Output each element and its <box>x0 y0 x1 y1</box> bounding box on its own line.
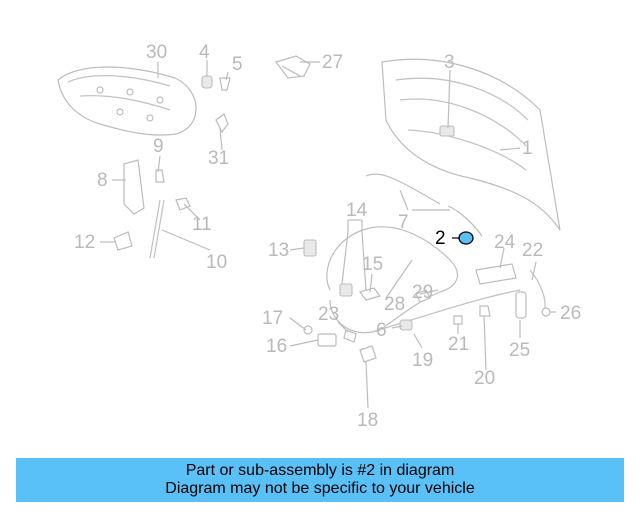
label-27: 27 <box>322 52 343 73</box>
label-25: 25 <box>509 340 530 361</box>
label-16: 16 <box>266 336 287 357</box>
label-21: 21 <box>448 334 469 355</box>
label-4: 4 <box>199 42 210 63</box>
label-6: 6 <box>376 320 387 341</box>
highlighted-part-2 <box>458 231 474 245</box>
label-13: 13 <box>268 240 289 261</box>
label-22: 22 <box>522 240 543 261</box>
label-10: 10 <box>206 252 227 273</box>
label-2: 2 <box>435 228 446 249</box>
banner-line-part-number: Part or sub-assembly is #2 in diagram <box>185 462 455 479</box>
label-24: 24 <box>494 232 516 253</box>
label-3: 3 <box>444 52 455 73</box>
label-29: 29 <box>412 282 433 303</box>
part-labels: 30 4 5 27 31 9 8 11 12 10 3 1 7 2 24 22 … <box>74 42 581 431</box>
label-23: 23 <box>318 304 339 325</box>
prop-rod-parts <box>113 159 191 259</box>
hood-panel-part <box>381 58 561 231</box>
hood-insulator-part <box>57 66 197 136</box>
label-9: 9 <box>153 136 164 157</box>
leader-lines <box>100 60 556 409</box>
label-17: 17 <box>262 308 283 329</box>
label-14: 14 <box>346 200 368 221</box>
label-30: 30 <box>146 42 167 63</box>
label-28: 28 <box>384 294 405 315</box>
info-banner: Part or sub-assembly is #2 in diagram Di… <box>16 458 624 502</box>
label-19: 19 <box>412 350 433 371</box>
label-1: 1 <box>522 138 533 159</box>
label-15: 15 <box>362 254 383 275</box>
label-26: 26 <box>560 303 581 324</box>
label-7: 7 <box>398 212 409 233</box>
parts-diagram: 30 4 5 27 31 9 8 11 12 10 3 1 7 2 24 22 … <box>57 42 581 431</box>
weatherstrip-part <box>365 173 483 237</box>
label-31: 31 <box>208 148 229 169</box>
clip-parts <box>201 55 311 134</box>
label-12: 12 <box>74 232 95 253</box>
small-hardware-parts <box>303 239 491 363</box>
label-20: 20 <box>474 368 495 389</box>
label-11: 11 <box>192 214 212 235</box>
label-18: 18 <box>357 410 378 431</box>
label-5: 5 <box>232 54 243 75</box>
banner-line-disclaimer: Diagram may not be specific to your vehi… <box>165 480 475 497</box>
label-8: 8 <box>97 170 108 191</box>
